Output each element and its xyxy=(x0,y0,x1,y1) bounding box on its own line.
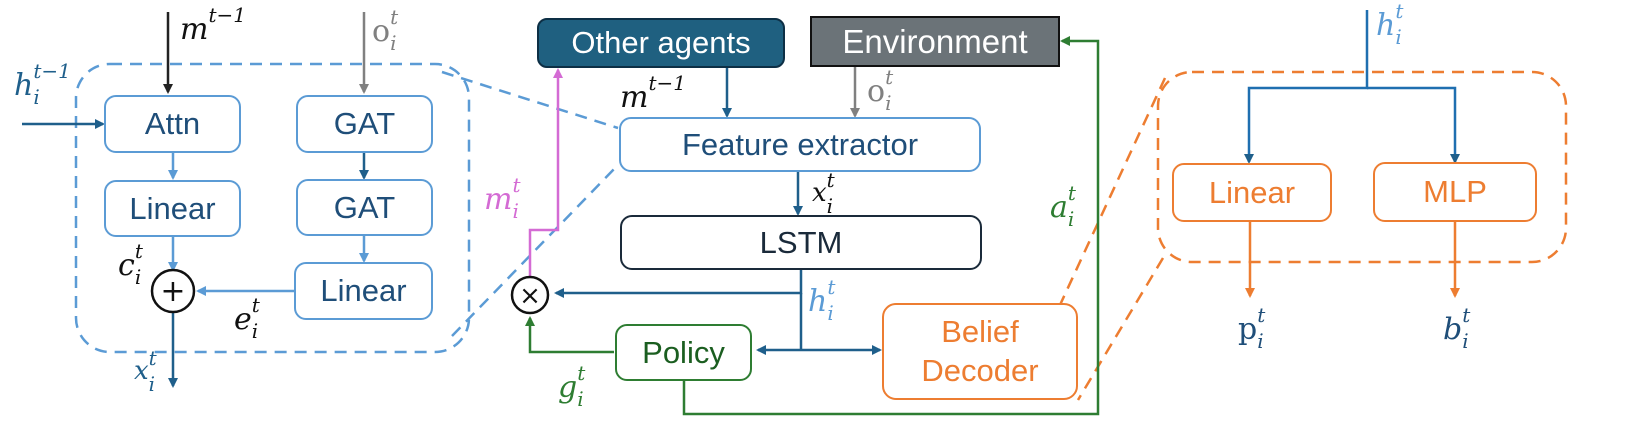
gat-box-1: GAT xyxy=(296,95,433,153)
linear-box-right: Linear xyxy=(1172,163,1332,222)
lstm-box: LSTM xyxy=(620,215,982,270)
gate-operator: × xyxy=(510,275,550,315)
svg-text:×: × xyxy=(519,281,541,311)
linear-box-left-1: Linear xyxy=(104,180,241,237)
belief-decoder-box: Belief Decoder xyxy=(882,303,1078,400)
left-module-region xyxy=(74,62,471,354)
right-module-region xyxy=(1156,70,1568,264)
policy-box: Policy xyxy=(615,324,752,381)
environment-box: Environment xyxy=(810,16,1060,67)
gat-box-2: GAT xyxy=(296,179,433,236)
mlp-box: MLP xyxy=(1373,162,1537,222)
feature-extractor-box: Feature extractor xyxy=(619,117,981,172)
belief-decoder-line-1: Belief xyxy=(941,313,1019,349)
belief-decoder-line-2: Decoder xyxy=(921,352,1039,388)
linear-box-left-2: Linear xyxy=(294,262,433,320)
sum-operator: + xyxy=(150,268,196,314)
other-agents-box: Other agents xyxy=(537,18,785,68)
svg-text:+: + xyxy=(160,274,185,309)
attn-box: Attn xyxy=(104,95,241,153)
